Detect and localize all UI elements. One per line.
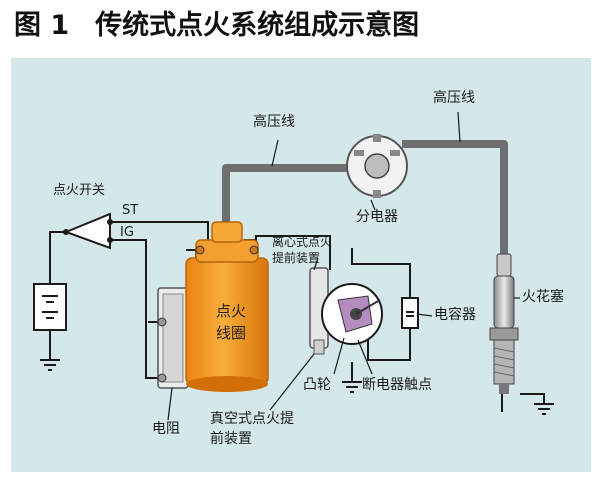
centrifugal-advance-label-line1: 离心式点火 <box>272 235 333 249</box>
figure-title-text: 传统式点火系统组成示意图 <box>95 10 420 41</box>
ground-symbol-breaker <box>342 381 362 393</box>
hv-wire-coil-to-distributor <box>222 164 352 226</box>
ignition-switch <box>63 212 113 250</box>
distributor-cap <box>346 134 408 198</box>
coil-label-line1: 点火 <box>216 302 247 320</box>
hv-wire-right-label: 高压线 <box>433 90 475 106</box>
spark-plug <box>489 253 519 394</box>
capacitor <box>401 297 419 329</box>
resistor-label: 电阻 <box>152 421 180 437</box>
figure-title: 图 1 传统式点火系统组成示意图 <box>14 6 419 46</box>
ground-symbol-battery <box>40 359 60 371</box>
capacitor-label: 电容器 <box>434 307 476 323</box>
switch-st-label: ST <box>122 203 139 218</box>
breaker-assembly <box>309 267 383 355</box>
hv-wire-left-label: 高压线 <box>253 114 295 130</box>
battery <box>33 283 67 331</box>
centrifugal-advance-label-line2: 提前装置 <box>272 251 321 265</box>
vacuum-advance-label-line1: 真空式点火提 <box>210 411 294 427</box>
distributor-label: 分电器 <box>356 209 398 225</box>
leader-lines <box>167 111 520 421</box>
figure-number: 图 1 <box>14 10 70 41</box>
switch-ig-label: IG <box>120 225 134 240</box>
ignition-switch-label: 点火开关 <box>53 183 106 198</box>
cam-label: 凸轮 <box>303 377 331 393</box>
ignition-coil <box>185 221 269 392</box>
spark-plug-label: 火花塞 <box>522 289 564 305</box>
low-voltage-wiring <box>49 221 503 412</box>
vacuum-advance-label-line2: 前装置 <box>210 431 252 447</box>
ground-symbol-plug <box>520 393 554 415</box>
ballast-resistor <box>157 287 189 389</box>
diagram-background <box>11 58 591 472</box>
coil-label-line2: 线圈 <box>216 324 247 342</box>
breaker-points-label: 断电器触点 <box>362 377 432 393</box>
hv-wire-distributor-to-plug <box>402 140 508 256</box>
